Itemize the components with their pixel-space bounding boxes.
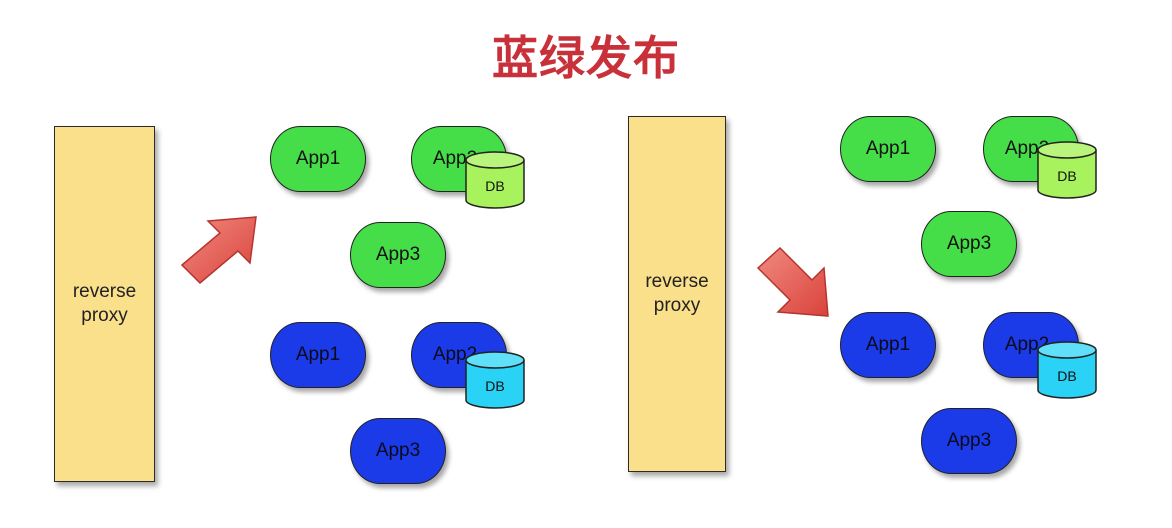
arrow-to-green-icon (180, 216, 257, 285)
db-label: DB (485, 178, 505, 194)
app3-green: App3 (350, 222, 446, 288)
app1-blue: App1 (270, 322, 366, 388)
app1-blue: App1 (840, 312, 936, 378)
db-label: DB (1057, 168, 1077, 184)
reverse-proxy-label: reverse proxy (645, 271, 709, 316)
arrow-to-blue-icon (756, 246, 829, 317)
reverse-proxy-right: reverse proxy (628, 116, 726, 472)
app3-blue: App3 (350, 418, 446, 484)
db-blue-icon: DB (1036, 340, 1098, 402)
reverse-proxy-left: reverse proxy (54, 126, 155, 482)
page-title: 蓝绿发布 (492, 31, 680, 85)
app3-green: App3 (921, 211, 1017, 277)
db-label: DB (485, 378, 505, 394)
app3-blue: App3 (921, 408, 1017, 474)
app1-green: App1 (840, 116, 936, 182)
db-label: DB (1057, 368, 1077, 384)
db-blue-icon: DB (464, 350, 526, 412)
app1-green: App1 (270, 126, 366, 192)
reverse-proxy-label: reverse proxy (72, 281, 137, 326)
db-green-icon: DB (1036, 140, 1098, 202)
db-green-icon: DB (464, 150, 526, 212)
